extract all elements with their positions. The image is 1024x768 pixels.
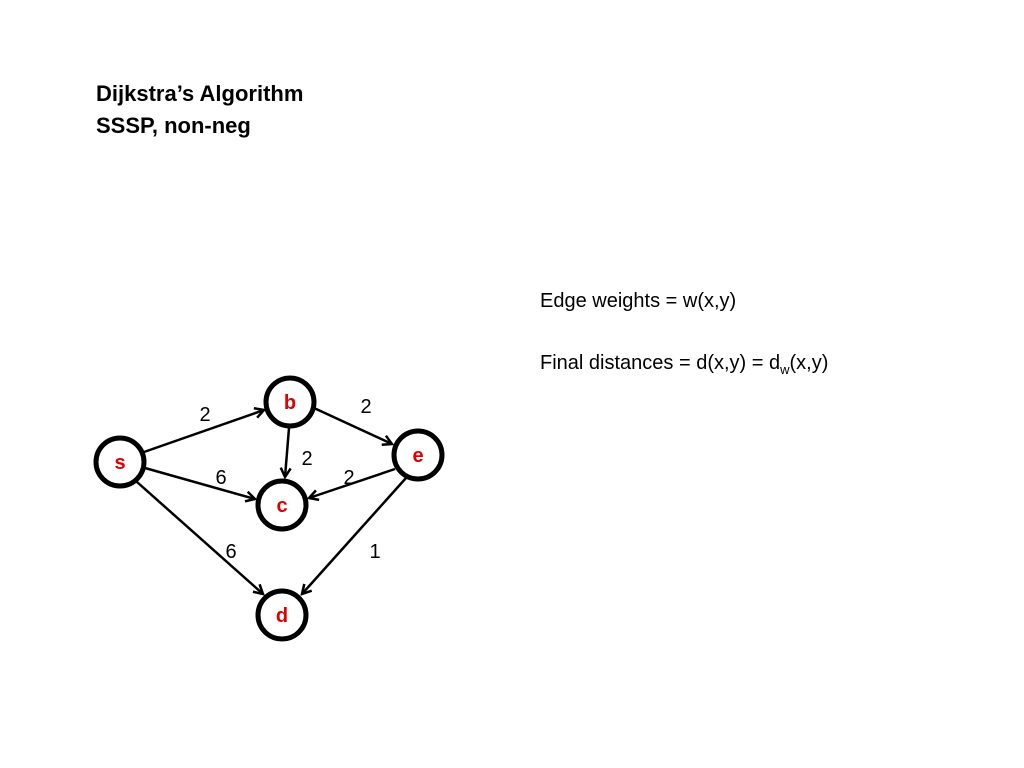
node-e-label: e <box>412 445 423 467</box>
final-distances-subscript: w <box>780 362 790 377</box>
node-e: e <box>391 428 445 482</box>
node-b: b <box>263 375 317 429</box>
node-d: d <box>255 588 309 642</box>
final-distances-note: Final distances = d(x,y) = dw(x,y) <box>540 352 828 377</box>
title-line-1: Dijkstra’s Algorithm <box>96 81 304 106</box>
weight-e-d: 1 <box>369 541 380 563</box>
node-s-label: s <box>114 452 125 474</box>
node-d-label: d <box>276 605 288 627</box>
edge-e-c <box>309 467 396 498</box>
node-c-label: c <box>276 495 287 517</box>
edge-b-c <box>285 427 289 477</box>
final-distances-text: Final distances = d(x,y) = d <box>540 352 781 374</box>
edge-s-c <box>144 466 255 499</box>
weight-s-b: 2 <box>199 404 210 426</box>
edge-s-b <box>143 410 264 454</box>
edge-e-d <box>302 477 407 594</box>
node-c: c <box>255 478 309 532</box>
weight-s-d: 6 <box>225 541 236 563</box>
weight-b-c: 2 <box>301 448 312 470</box>
node-s: s <box>93 435 147 489</box>
weight-b-e: 2 <box>360 396 371 418</box>
slide-title: Dijkstra’s Algorithm SSSP, non-neg <box>96 78 303 142</box>
node-b-label: b <box>284 392 296 414</box>
weight-e-c: 2 <box>343 467 354 489</box>
weight-s-c: 6 <box>215 467 226 489</box>
final-distances-suffix: (x,y) <box>789 352 829 374</box>
title-line-2: SSSP, non-neg <box>96 113 251 138</box>
edge-weights-note: Edge weights = w(x,y) <box>540 290 737 312</box>
edge-b-e <box>313 406 392 444</box>
edge-s-d <box>136 481 263 594</box>
